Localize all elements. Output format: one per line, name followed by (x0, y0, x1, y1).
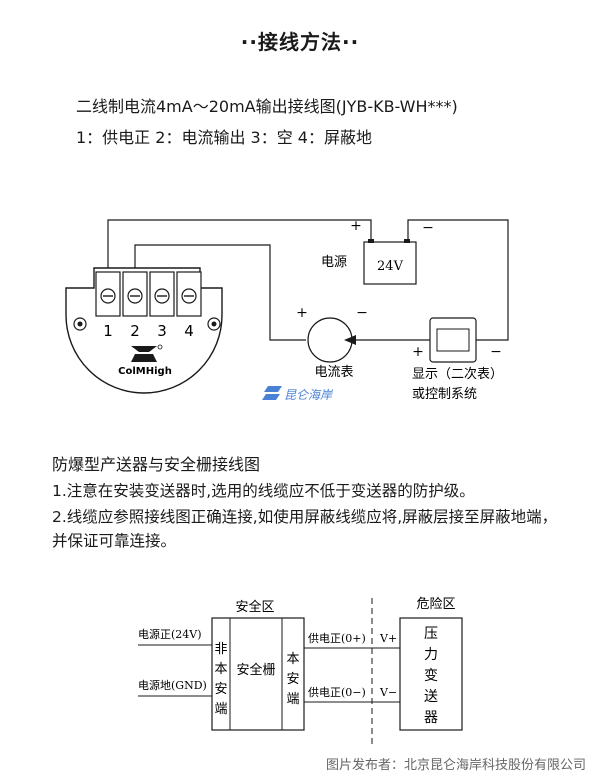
power-label: 电源 (321, 255, 347, 270)
wiring-diagram-title: 二线制电流4mA～20mA输出接线图(JYB-KB-WH***) (76, 97, 458, 116)
power-supply-box (363, 241, 417, 285)
barrier-diagram: 安全区 危险区 非 本 安 端 安全栅 本 安 端 电源正(24V) 电源地(G… (138, 597, 463, 748)
watermark-logo: 昆仑海岸 (262, 386, 333, 402)
transmitter-char-1: 压 (424, 626, 438, 642)
power-minus: − (422, 220, 434, 236)
v-plus-label: V+ (379, 632, 397, 645)
display-screen (436, 328, 470, 352)
terminal-block (95, 271, 202, 317)
brand-name: ColMHigh (118, 366, 172, 377)
note-2: 2.线缆应参照接线图正确连接,如使用屏蔽线缆应将,屏蔽层接至屏蔽地端，并保证可靠… (52, 508, 558, 550)
display-label-1: 显示（二次表） (412, 366, 503, 382)
supply-pos-1-label: 供电正(0+) (308, 631, 366, 645)
two-wire-diagram: 24V + − 电源 + − 电流表 + − 显示（二次表） 或控制系统 昆仑海… (65, 218, 509, 402)
safe-char-3: 端 (286, 692, 299, 707)
barrier-label: 安全栅 (236, 662, 275, 678)
power-value: 24V (377, 259, 404, 274)
transmitter-char-5: 器 (424, 710, 438, 726)
terminal-number-3: 3 (157, 322, 167, 340)
page-title: ··接线方法·· (240, 30, 360, 54)
transmitter-char-2: 力 (424, 647, 438, 663)
safe-zone-label: 安全区 (235, 599, 274, 615)
non-safe-char-3: 安 (214, 682, 227, 697)
brand-logo-icon (131, 344, 163, 362)
power-gnd-label: 电源地(GND) (138, 678, 207, 692)
display-plus: + (412, 344, 424, 360)
note-1: 1.注意在安装变送器时,选用的线缆应不低于变送器的防护级。 (52, 482, 475, 500)
terminal-legend: 1：供电正 2：电流输出 3：空 4：屏蔽地 (76, 128, 372, 147)
display-minus: − (490, 344, 502, 360)
non-safe-char-2: 本 (214, 662, 227, 677)
v-minus-label: V− (379, 686, 397, 699)
non-safe-char-1: 非 (214, 642, 227, 657)
image-credit: 图片发布者：北京昆仑海岸科技股份有限公司 (325, 758, 586, 773)
display-label-2: 或控制系统 (412, 387, 477, 402)
power-pos-label: 电源正(24V) (138, 627, 202, 641)
ex-section-title: 防爆型产送器与安全栅接线图 (52, 455, 261, 474)
watermark-text: 昆仑海岸 (284, 388, 333, 402)
terminal-number-1: 1 (103, 322, 113, 340)
hazard-zone-label: 危险区 (416, 597, 455, 612)
transmitter-char-4: 送 (424, 689, 438, 705)
circuit-wires (107, 219, 509, 341)
power-plus: + (350, 218, 362, 234)
non-safe-char-4: 端 (214, 702, 227, 717)
safe-char-2: 安 (286, 672, 299, 687)
supply-pos-2-label: 供电正(0−) (308, 685, 366, 699)
terminal-number-4: 4 (184, 322, 194, 340)
ammeter-minus: − (356, 305, 368, 321)
ammeter-arrow-icon (344, 335, 356, 345)
safe-char-1: 本 (286, 652, 299, 667)
barrier-box (211, 617, 305, 731)
transmitter-char-3: 变 (424, 668, 438, 684)
terminal-number-2: 2 (130, 322, 140, 340)
ammeter-plus: + (296, 305, 308, 321)
pressure-transmitter-box (399, 617, 463, 731)
ammeter-label: 电流表 (314, 365, 353, 380)
